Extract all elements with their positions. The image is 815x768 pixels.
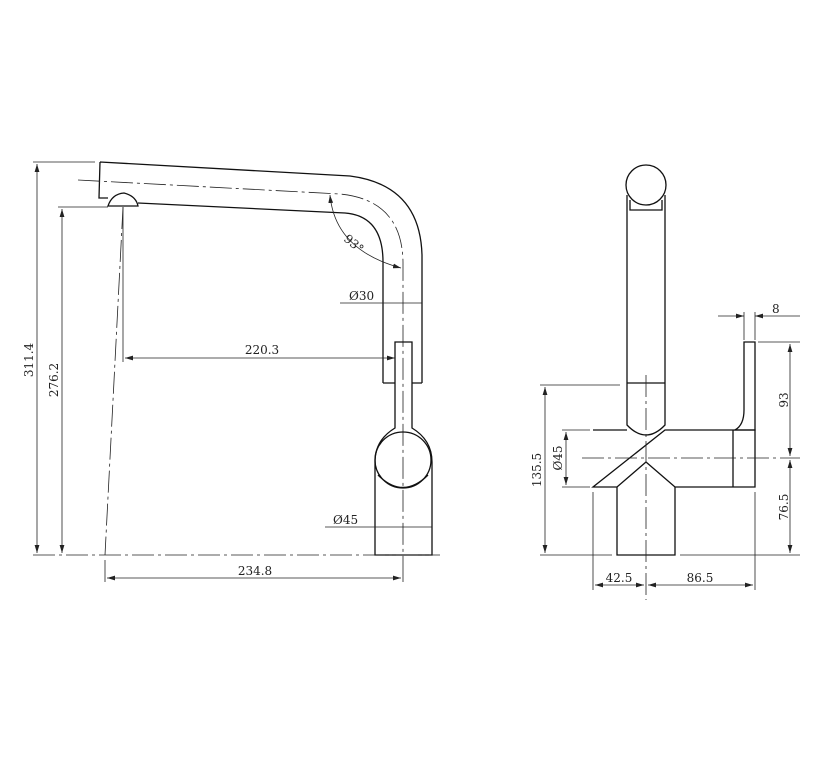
dim-height-label: 135.5 xyxy=(530,453,544,487)
aerator xyxy=(107,192,139,207)
dim-base-outlet-label: 234.8 xyxy=(238,564,272,578)
dim-body-diameter-label: Ø45 xyxy=(333,513,358,527)
outlet-projection xyxy=(104,206,124,556)
front-view: 135.5 Ø45 8 93 76.5 42.5 86.5 xyxy=(530,164,800,600)
body-front xyxy=(591,429,756,488)
side-view: 311.4 276.2 220.3 234.8 93° Ø30 Ø45 xyxy=(22,161,440,582)
dim-angle-label: 93° xyxy=(341,232,366,256)
dim-angle xyxy=(328,194,402,269)
dim-spout-diameter-label: Ø30 xyxy=(349,289,374,303)
aerator-front xyxy=(629,200,663,211)
lever-front xyxy=(732,341,756,431)
dim-total-height-label: 311.4 xyxy=(22,342,36,377)
dim-right-offset-label: 86.5 xyxy=(687,571,714,585)
spout-head xyxy=(625,164,667,206)
spout-front xyxy=(626,195,666,436)
body-edge xyxy=(377,474,429,489)
dim-body-diameter-front-label: Ø45 xyxy=(551,445,565,470)
dim-left-offset-label: 42.5 xyxy=(606,571,633,585)
dim-lever-height-label: 93 xyxy=(777,392,791,407)
dim-spout-height-label: 276.2 xyxy=(47,363,61,397)
dim-reach-label: 220.3 xyxy=(245,343,279,357)
dim-lever-width-label: 8 xyxy=(772,302,780,316)
dim-axis-height-label: 76.5 xyxy=(777,494,791,521)
